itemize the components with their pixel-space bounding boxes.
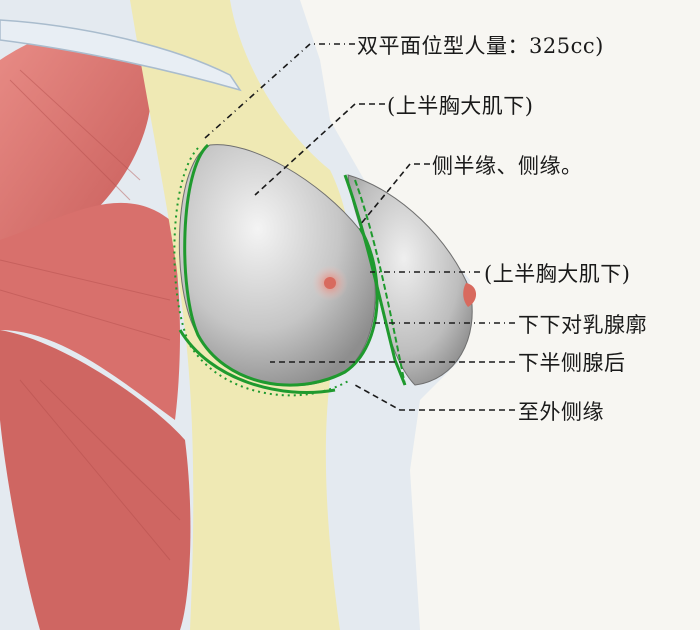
nipple-far (463, 283, 477, 307)
label-upper-submuscular-2: (上半胸大肌下) (484, 262, 631, 286)
pectoralis-muscle (0, 202, 180, 420)
leader-lines (204, 43, 515, 411)
clavicle (0, 19, 242, 92)
label-to-lateral-edge: 至外侧缘 (518, 400, 604, 424)
label-lower-gland-contour: 下下对乳腺廓 (518, 313, 647, 337)
label-implant-type: 双平面位型人量：325cc) (357, 34, 604, 58)
deltoid-muscle (0, 31, 152, 252)
label-lower-retroglandular: 下半侧腺后 (518, 351, 626, 375)
muscle-fibers (0, 69, 181, 561)
nipple-near (324, 277, 336, 289)
label-upper-submuscular: (上半胸大肌下) (387, 94, 534, 118)
label-lateral-edge: 侧半缘、侧缘。 (432, 154, 583, 178)
latissimus-muscle (0, 330, 191, 630)
